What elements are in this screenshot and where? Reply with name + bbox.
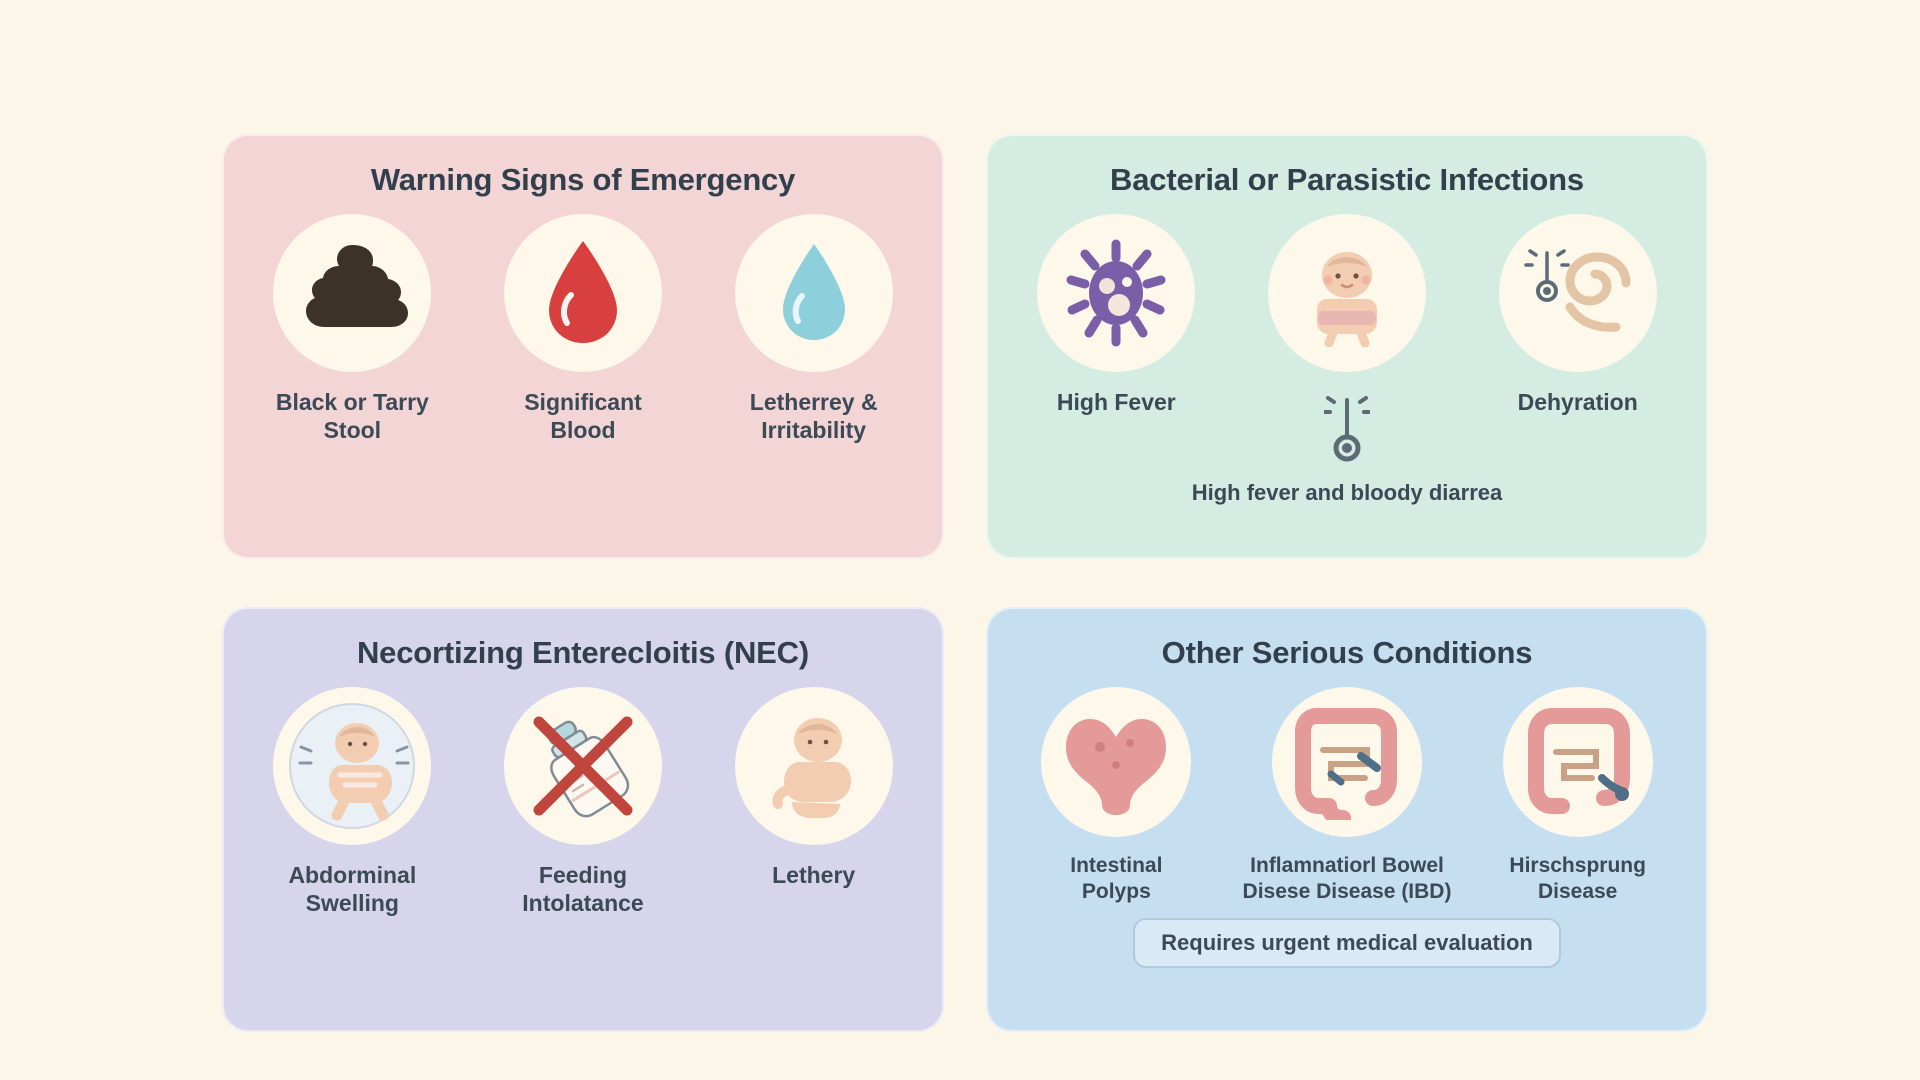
item-label: Dehyration <box>1517 389 1638 415</box>
icon-bubble <box>504 687 662 845</box>
item-label: Lethery <box>772 862 856 888</box>
panel-items: High Fever <box>1010 214 1684 466</box>
icon-bubble <box>1498 214 1657 372</box>
icon-bubble <box>734 687 893 845</box>
item-significant-blood: Significant Blood <box>477 214 690 444</box>
item-high-fever: High Fever <box>1010 214 1223 416</box>
thermometer-icon <box>1324 396 1370 462</box>
item-baby-fever <box>1241 214 1454 466</box>
item-label: Hirschsprung Disease <box>1509 854 1646 903</box>
icon-bubble <box>1502 687 1653 837</box>
intestine-polyps-icon <box>1066 719 1167 815</box>
water-drop-icon <box>782 244 845 340</box>
baby-curled-icon <box>772 718 851 818</box>
panel-title: Necortizing Enterecloitis (NEC) <box>357 635 809 670</box>
icon-bubble <box>1272 687 1422 837</box>
germ-icon <box>1066 239 1166 347</box>
item-label: Abdorminal Swelling <box>288 862 417 917</box>
icon-bubble <box>504 214 662 372</box>
item-abdominal-swelling: Abdorminal Swelling <box>246 687 459 917</box>
thermometer-intestine-icon <box>1523 249 1631 332</box>
item-lethery: Lethery <box>707 687 920 889</box>
icon-bubble <box>1037 214 1196 372</box>
item-label: Inflamnatiorl Bowel Disese Disease (IBD) <box>1242 854 1452 903</box>
panel-necrotizing-enterocolitis: Necortizing Enterecloitis (NEC) <box>222 607 944 1032</box>
panel-bacterial-parasitic: Bacterial or Parasistic Infections <box>986 134 1708 559</box>
sub-icon-wrapper <box>1324 394 1370 466</box>
icon-bubble <box>1268 214 1426 372</box>
panel-items: Abdorminal Swelling <box>246 687 920 917</box>
item-label: Letherrey & Irritability <box>749 389 878 444</box>
baby-icon <box>1317 252 1377 347</box>
baby-swollen-abdomen-icon <box>289 703 416 829</box>
icon-bubble <box>273 214 432 372</box>
panel-warning-signs: Warning Signs of Emergency Black or Tarr… <box>222 134 944 559</box>
blood-drop-icon <box>549 241 617 343</box>
icon-bubble <box>734 214 893 372</box>
item-label: Significant Blood <box>524 389 642 444</box>
item-dehyration: Dehyration <box>1471 214 1684 416</box>
no-bottle-icon <box>533 716 633 818</box>
panel-items: Black or Tarry Stool Significant Blood <box>246 214 920 444</box>
item-label: Feeding Intolatance <box>522 862 644 917</box>
panel-other-serious-conditions: Other Serious Conditions Intestinal Poly… <box>986 607 1708 1032</box>
item-hirschsprung-disease: Hirschsprung Disease <box>1471 687 1684 904</box>
status-badge: Requires urgent medical evaluation <box>1133 918 1561 969</box>
panel-title: Other Serious Conditions <box>1161 635 1533 670</box>
item-label: Black or Tarry Stool <box>275 389 429 444</box>
intestine-hirschsprung-icon <box>1527 708 1630 814</box>
stool-icon <box>306 245 409 327</box>
panel-items: Intestinal Polyps Inflamnatiorl B <box>1010 687 1684 904</box>
intestine-inflamed-icon <box>1295 708 1397 820</box>
item-letherrey-irritability: Letherrey & Irritability <box>707 214 920 444</box>
item-black-tarry-stool: Black or Tarry Stool <box>246 214 459 444</box>
panel-caption: High fever and bloody diarrea <box>1191 480 1503 505</box>
panel-grid: Warning Signs of Emergency Black or Tarr… <box>222 134 1708 1032</box>
item-label: Intestinal Polyps <box>1070 854 1163 903</box>
panel-title: Bacterial or Parasistic Infections <box>1110 162 1584 197</box>
icon-bubble <box>1041 687 1192 837</box>
item-intestinal-polyps: Intestinal Polyps <box>1010 687 1223 904</box>
item-label: High Fever <box>1056 389 1176 415</box>
item-inflammatory-bowel-disease: Inflamnatiorl Bowel Disese Disease (IBD) <box>1241 687 1454 904</box>
item-feeding-intolerance: Feeding Intolatance <box>477 687 690 917</box>
panel-title: Warning Signs of Emergency <box>370 162 796 197</box>
icon-bubble <box>273 687 432 845</box>
